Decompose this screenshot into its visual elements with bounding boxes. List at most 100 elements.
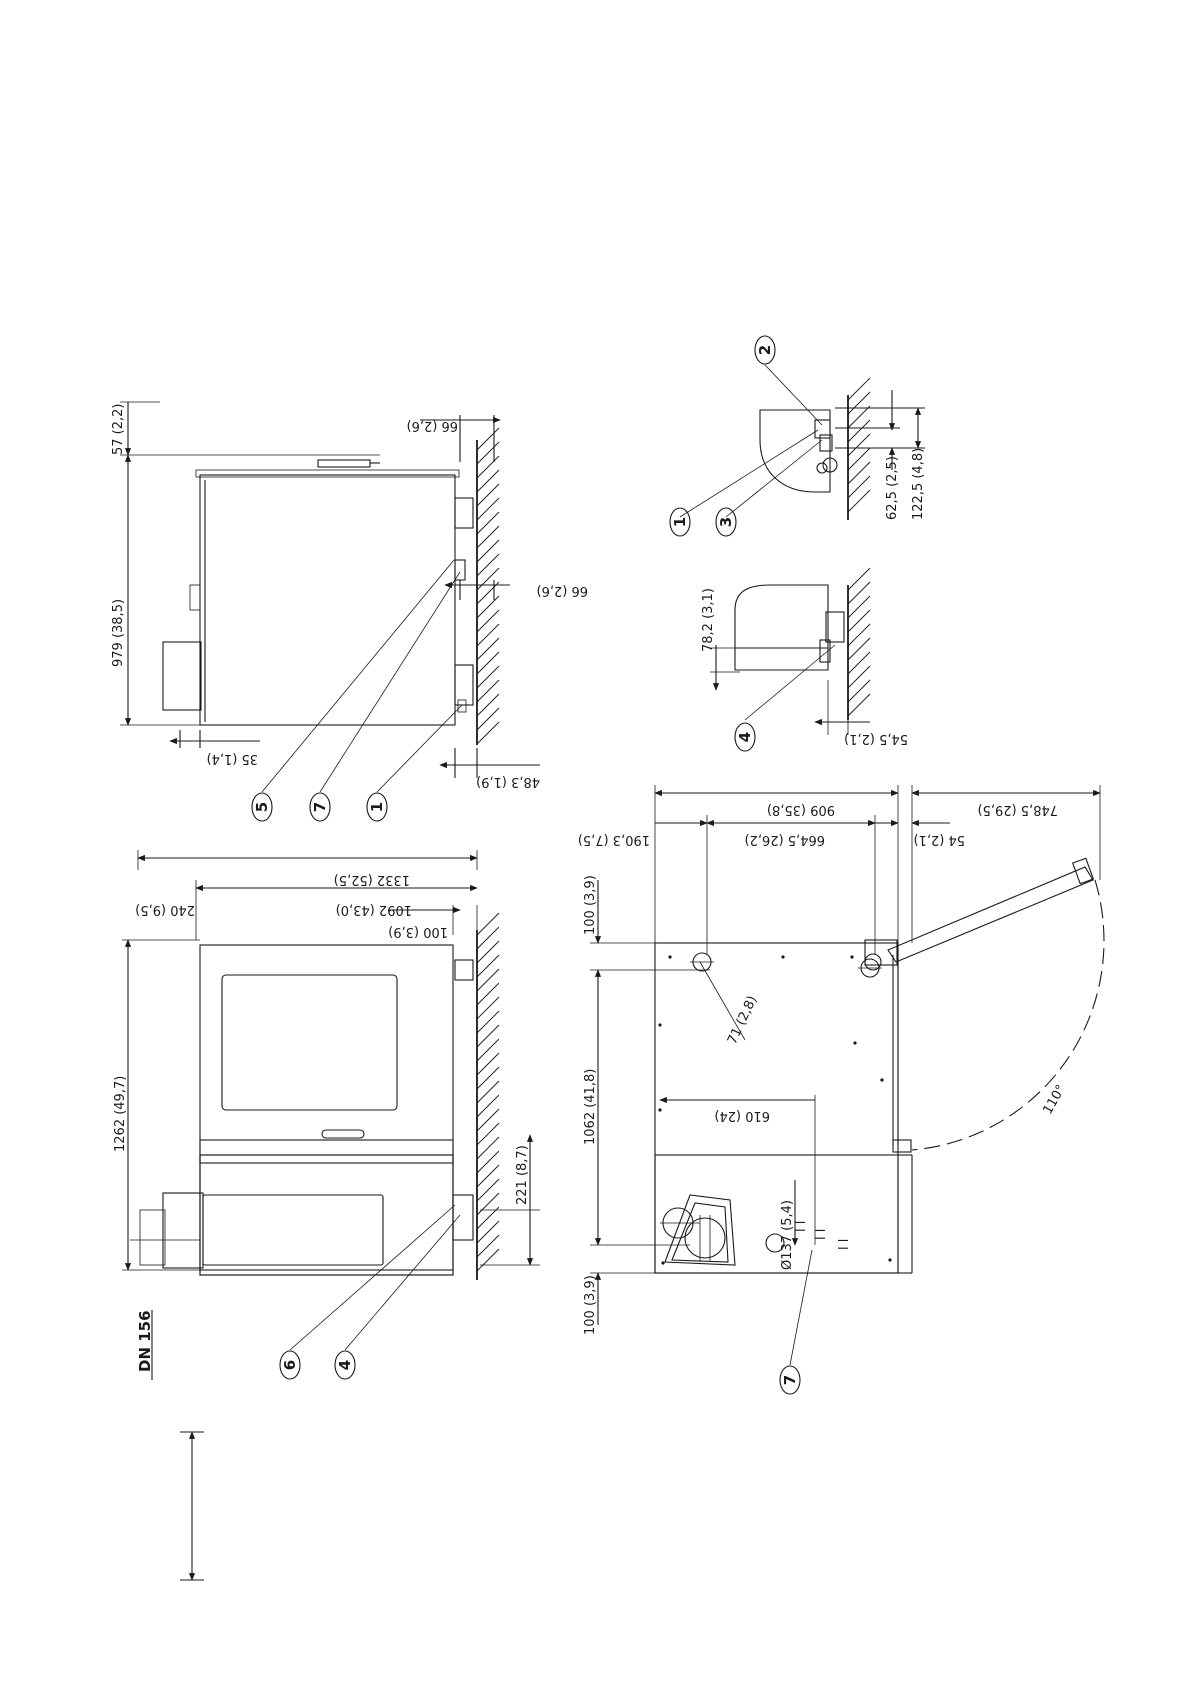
wall-hatch-line <box>476 1108 500 1132</box>
wall-hatch-line <box>476 1178 500 1202</box>
wall-hatch-line <box>476 693 500 717</box>
wall-hatch-line <box>847 433 871 457</box>
svg-text:6: 6 <box>281 1360 299 1370</box>
wall-hatch-line <box>847 567 871 591</box>
wall-hatch-line <box>847 581 871 605</box>
wall-hatch-line <box>847 419 871 443</box>
wall-hatch-line <box>476 679 500 703</box>
callout-6: 6 <box>279 1350 301 1380</box>
dim-detail-a-height: 78,2 (3,1) <box>701 588 716 652</box>
wall-hatch-line <box>476 1024 500 1048</box>
dim-plan-length: 1062 (41,8) <box>583 1069 598 1145</box>
wall-hatch-line <box>847 405 871 429</box>
side-view-top-edge <box>195 469 460 478</box>
dim-front-overall-width: 1332 (52,5) <box>334 872 410 887</box>
wall-hatch-line <box>847 609 871 633</box>
wall-hatch-line <box>476 525 500 549</box>
connector-bottom <box>454 664 474 706</box>
wall-hatch-line <box>476 553 500 577</box>
plan-pipe-marks-2: l l <box>814 1229 829 1240</box>
callout-4-detail: 4 <box>734 722 756 752</box>
front-handle <box>321 1129 365 1139</box>
wall-hatch-line <box>476 1206 500 1230</box>
wall-hatch-line <box>847 637 871 661</box>
connector-top <box>454 497 474 529</box>
dim-pipe-offset: 48,3 (1,9) <box>476 774 540 789</box>
plan-view: 110° 909 (35,8) 748,5 (29,5) <box>578 785 1105 1366</box>
svg-text:4: 4 <box>336 1360 354 1370</box>
dim-front-depth: 221 (8,7) <box>515 1145 530 1205</box>
dim-plan-bottom-margin: 100 (3,9) <box>583 1275 598 1335</box>
wall-hatch-line <box>847 679 871 703</box>
svg-text:1: 1 <box>671 517 689 527</box>
callout-2: 2 <box>754 335 776 365</box>
dim-front-right-offset: 100 (3,9) <box>388 924 448 939</box>
svg-text:5: 5 <box>253 802 271 812</box>
wall-hatch-line <box>476 1080 500 1104</box>
side-view-body <box>199 474 456 726</box>
wall-hatch-line <box>847 595 871 619</box>
wall-hatch-line <box>476 1052 500 1076</box>
wall-hatch-line <box>847 461 871 485</box>
front-exhaust <box>162 1192 204 1269</box>
wall-hatch-line <box>476 954 500 978</box>
lid-handle <box>317 459 371 468</box>
side-view: 57 (2,2) 979 (38,5) 66 (2,6) 66 (2,6) 35… <box>111 401 588 793</box>
wall-hatch-line <box>476 926 500 950</box>
wall-hatch-line <box>847 377 871 401</box>
front-window <box>221 974 398 1111</box>
dim-plan-door-swing: 748,5 (29,5) <box>978 802 1058 817</box>
wall-hatch-line <box>476 707 500 731</box>
door-swing-arc <box>911 879 1105 1151</box>
callout-3: 3 <box>715 507 737 537</box>
wall-hatch-line <box>476 539 500 563</box>
dim-plan-top-margin: 100 (3,9) <box>583 875 598 935</box>
wall-hatch-line <box>476 623 500 647</box>
dim-side-bottom: 35 (1,4) <box>207 751 259 766</box>
wall-hatch-line <box>476 940 500 964</box>
wall-hatch-line <box>476 1066 500 1090</box>
wall-hatch-line <box>476 1248 500 1272</box>
callout-5-side: 5 <box>251 792 273 822</box>
dim-plan-hole-distance: 610 (24) <box>714 1108 770 1123</box>
dim-plan-center: 664,5 (26,2) <box>745 832 825 847</box>
detail-a: 78,2 (3,1) 54,5 (2,1) <box>701 567 908 746</box>
callout-4-front: 4 <box>334 1350 356 1380</box>
svg-text:4: 4 <box>736 732 754 742</box>
wall-hatch-line <box>476 609 500 633</box>
wall-hatch-line <box>476 996 500 1020</box>
exhaust-stub <box>162 641 202 711</box>
svg-text:3: 3 <box>717 517 735 527</box>
wall-hatch-line <box>476 469 500 493</box>
svg-text:7: 7 <box>311 802 329 812</box>
wall-hatch-line <box>476 497 500 521</box>
dim-front-height: 1262 (49,7) <box>113 1076 128 1152</box>
wall-hatch-line <box>476 721 500 745</box>
wall-hatch-line <box>476 581 500 605</box>
wall-hatch-line <box>847 489 871 513</box>
wall-hatch-line <box>476 567 500 591</box>
dim-angle: 110° <box>1040 1082 1069 1117</box>
dim-detail-b-b: 122,5 (4,8) <box>911 448 926 520</box>
dn-label: DN 156 <box>136 1310 154 1372</box>
plan-pipe-marks-3: l l <box>837 1239 852 1250</box>
callout-1-side: 1 <box>366 792 388 822</box>
wall-hatch-line <box>476 511 500 535</box>
wall-hatch-line <box>476 1010 500 1034</box>
dim-front-body-width: 1092 (43,0) <box>336 902 412 917</box>
wall-hatch-line <box>476 1122 500 1146</box>
wall-hatch-line <box>476 1192 500 1216</box>
wall-hatch-line <box>476 595 500 619</box>
wall-hatch-line <box>476 912 500 936</box>
wall-hatch-line <box>476 982 500 1006</box>
dim-side-top: 57 (2,2) <box>111 404 126 456</box>
svg-text:7: 7 <box>781 1375 799 1385</box>
wall-hatch-line <box>476 1038 500 1062</box>
front-view: 1262 (49,7) 221 (8,7) 1332 (52,5) 1092 (… <box>113 850 540 1351</box>
dim-detail-b-a: 62,5 (2,5) <box>885 456 900 520</box>
wall-hatch-line <box>476 427 500 451</box>
wall-hatch-line <box>476 651 500 675</box>
svg-text:1: 1 <box>368 802 386 812</box>
wall-hatch-line <box>847 651 871 675</box>
dim-plan-total-depth: 909 (35,8) <box>767 802 835 817</box>
